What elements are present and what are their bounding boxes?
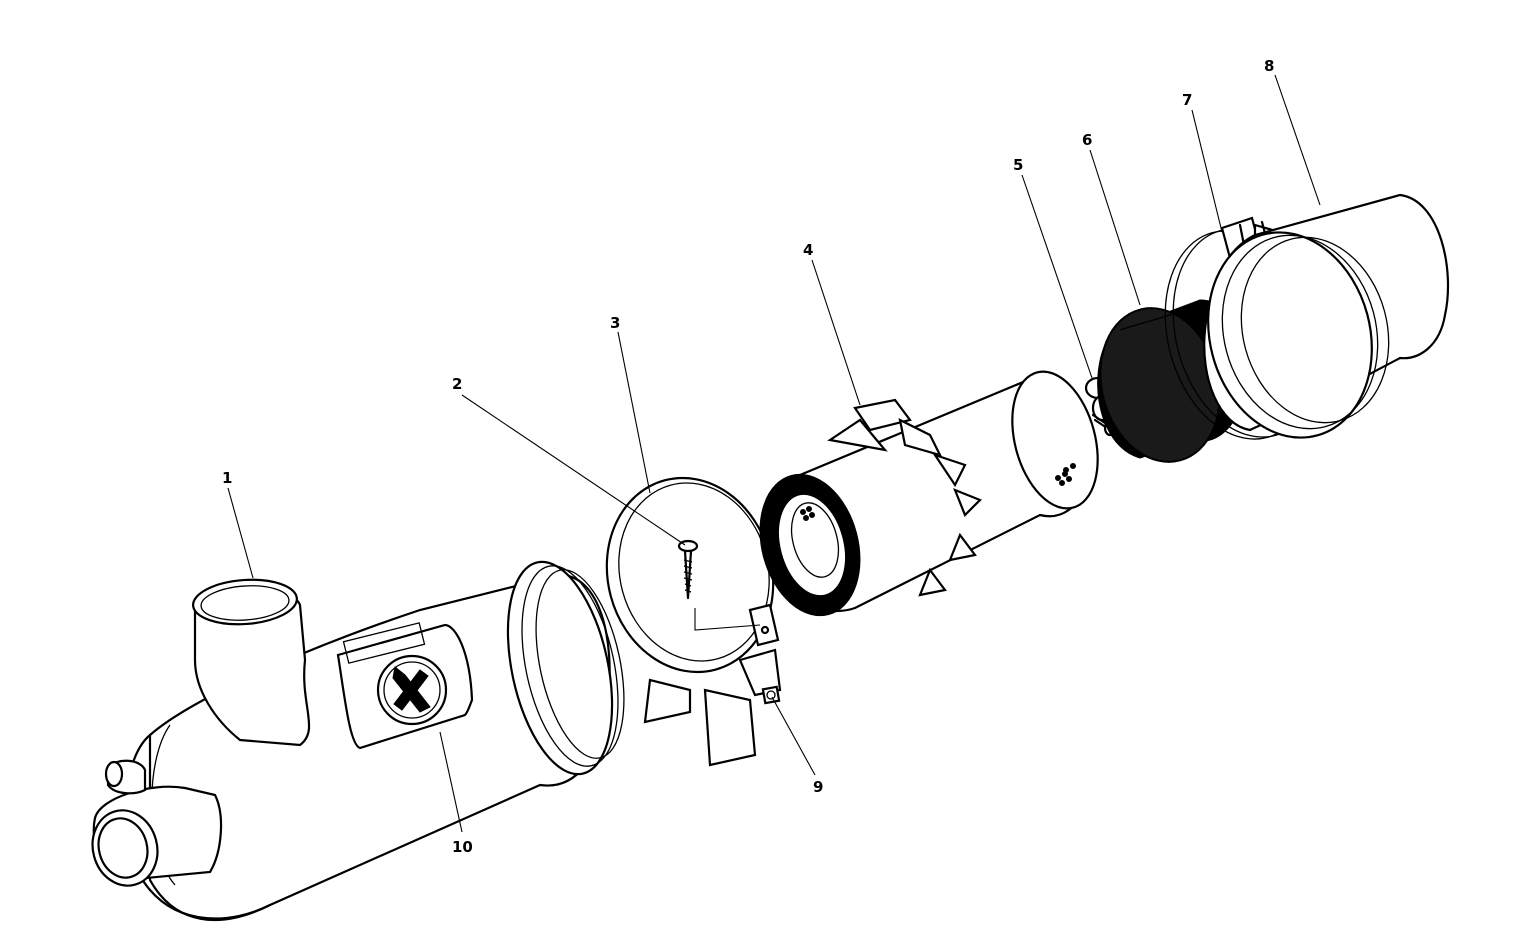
- leader-line-7: [1191, 109, 1223, 233]
- leader-line-10: [439, 731, 463, 833]
- primary-filter-element: [759, 370, 1099, 617]
- callout-1: 1: [222, 469, 232, 487]
- warning-decal: [336, 622, 474, 750]
- callout-3: 3: [610, 314, 620, 332]
- leader-line-2: [461, 394, 686, 546]
- leader-line-4: [811, 259, 861, 406]
- air-cleaner-housing: [91, 560, 625, 922]
- callout-6: 6: [1082, 131, 1092, 149]
- callout-4: 4: [803, 241, 813, 259]
- callout-5: 5: [1013, 156, 1023, 174]
- nut: [761, 685, 781, 705]
- leader-line-8: [1274, 74, 1321, 206]
- leader-line-9: [771, 696, 816, 776]
- leader-line-6: [1089, 149, 1141, 306]
- callout-7: 7: [1182, 91, 1192, 109]
- dust-cup: [1203, 193, 1450, 439]
- leader-lines: [227, 74, 1321, 833]
- callout-10: 10: [452, 838, 473, 856]
- leader-line-5: [1021, 174, 1093, 379]
- callouts: 1 2 3 4 5 6 7 8 9 10: [222, 57, 1274, 856]
- callout-9: 9: [813, 778, 823, 796]
- callout-2: 2: [452, 375, 462, 393]
- callout-8: 8: [1264, 57, 1274, 75]
- leader-line-1: [227, 487, 254, 579]
- leader-line-3: [617, 331, 651, 494]
